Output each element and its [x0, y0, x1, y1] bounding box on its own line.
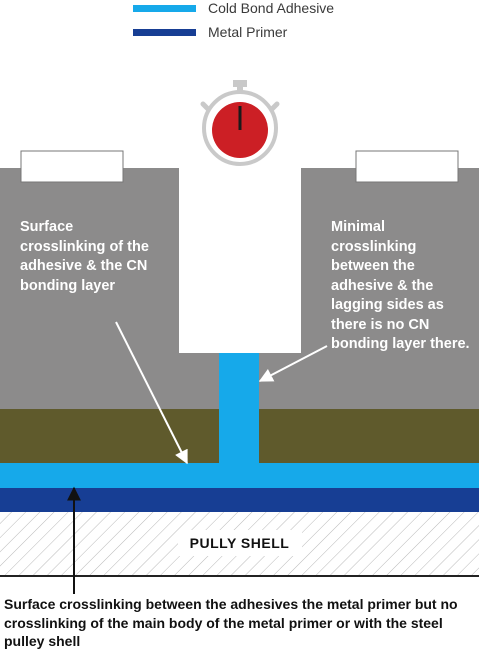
right-callout-arrow — [258, 345, 328, 382]
legend-item-primer: Metal Primer — [133, 22, 287, 42]
pulley-shell-label-bg — [178, 530, 302, 556]
legend-swatch-adhesive — [133, 4, 196, 12]
adhesive-stem — [219, 353, 259, 463]
lagging-block-right-inner — [301, 168, 479, 353]
lagging-tab-left — [20, 150, 124, 183]
legend-swatch-primer — [133, 28, 196, 36]
lagging-gap — [179, 150, 301, 353]
pulley-shell-label: PULLY SHELL — [189, 535, 290, 551]
metal-primer-layer — [0, 488, 479, 512]
left-callout-arrow — [115, 321, 188, 465]
callout-minimal-crosslinking: Minimal crosslinking between the adhesiv… — [331, 219, 470, 352]
cn-bonding-layer-left — [0, 409, 219, 463]
stopwatch-icon — [200, 80, 280, 166]
lagging-block-left-inner — [0, 168, 179, 353]
callout-surface-crosslinking: Surface crosslinking of the adhesive & t… — [20, 219, 149, 294]
legend-label-adhesive: Cold Bond Adhesive — [208, 0, 335, 16]
legend-label-primer: Metal Primer — [208, 24, 288, 40]
adhesive-layer — [0, 463, 479, 488]
legend-item-adhesive: Cold Bond Adhesive — [133, 0, 334, 18]
lagging-tab-right — [355, 150, 459, 183]
cn-bonding-layer-right — [259, 409, 479, 463]
diagram-caption: Surface crosslinking between the adhesiv… — [4, 596, 458, 649]
